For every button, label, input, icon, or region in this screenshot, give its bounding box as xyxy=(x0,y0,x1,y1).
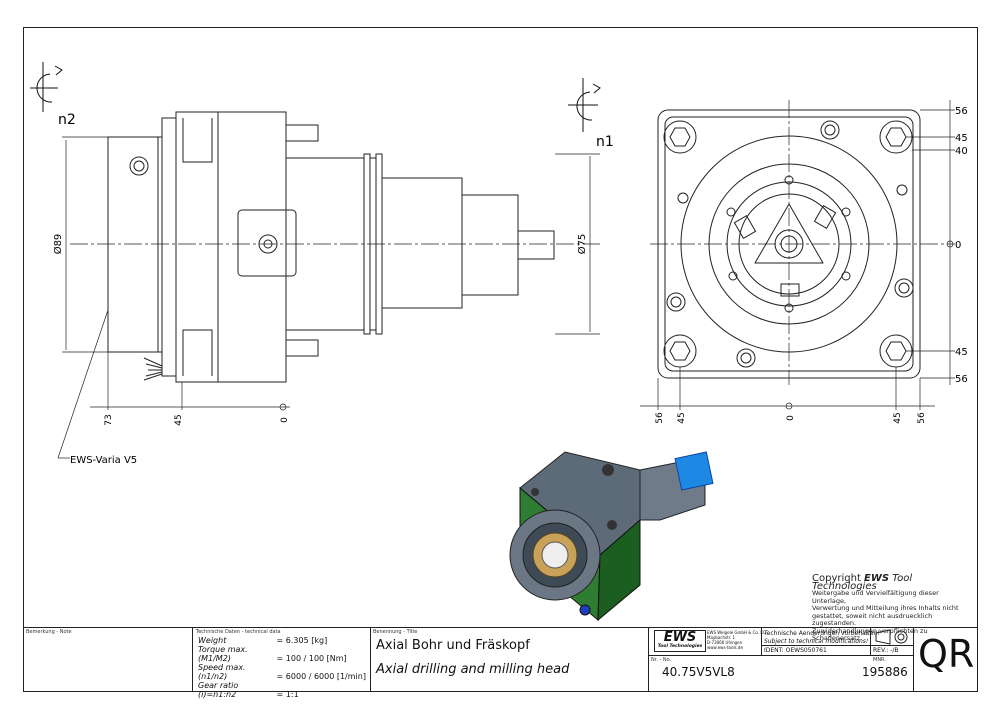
title-german: Axial Bohr und Fräskopf xyxy=(376,638,530,653)
techdata-table: Weight = 6.305 [kg] Torque max. (M1/M2) … xyxy=(198,636,366,699)
copyright-line-2: Verwertung und Mitteilung ihres Inhalts … xyxy=(812,604,959,612)
qr-label: QR xyxy=(918,632,975,676)
title-label: Benennung - Title xyxy=(373,629,418,635)
logo-text: EWS xyxy=(663,630,697,645)
tb-divider-3 xyxy=(648,627,649,692)
dimension-73: 73 xyxy=(104,414,114,425)
dimension-right-56-bottom: 56 xyxy=(955,374,968,385)
corner-bolt-bl xyxy=(663,334,697,368)
techdata-value-torque: 100 / 100 [Nm] xyxy=(285,654,347,663)
techdata-label: Technische Daten - technical data xyxy=(196,629,281,635)
rev-field: REV.: -/B xyxy=(873,647,899,654)
rotation-symbol-n1 xyxy=(568,78,601,132)
tb-divider-1 xyxy=(192,627,193,692)
title-block xyxy=(23,627,978,692)
tb-divider-4 xyxy=(913,627,914,692)
mnr-value: 195886 xyxy=(862,665,908,679)
techdata-label-gear: Gear ratio (i)=n1:n2 xyxy=(198,681,239,699)
techdata-label-speed: Speed max. (n1/n2) xyxy=(198,663,246,681)
nr-value: 40.75V5VL8 xyxy=(662,665,735,679)
notice-german: Technische Aenderungen vorbehalten! xyxy=(764,630,880,637)
dimension-bottom-45-left: 45 xyxy=(677,412,687,423)
dimension-right-56-top: 56 xyxy=(955,106,968,117)
techdata-row: Speed max. (n1/n2) = 6000 / 6000 [1/min] xyxy=(198,663,366,681)
company-line: www.ews-tools.de xyxy=(707,645,743,650)
isometric-render xyxy=(509,451,714,622)
drawing-frame xyxy=(23,27,978,692)
copyright-line-4: Zuwiderhandlungen verpflichten zu Schade… xyxy=(812,626,928,642)
dimension-45-left: 45 xyxy=(174,414,184,425)
tb-divider-6 xyxy=(870,627,871,655)
dimension-bottom-56-left: 56 xyxy=(655,412,665,424)
techdata-row: Torque max. (M1/M2) = 100 / 100 [Nm] xyxy=(198,645,347,663)
techdata-label-torque: Torque max. (M1/M2) xyxy=(198,645,248,663)
techdata-value-gear: 1:1 xyxy=(285,690,299,699)
dimension-dia-89: Ø89 xyxy=(52,234,64,255)
side-view xyxy=(70,111,600,383)
mnr-label: MNR. xyxy=(873,657,886,663)
dimension-right-45-bottom: 45 xyxy=(955,347,968,358)
title-english: Axial drilling and milling head xyxy=(376,662,570,677)
company-line: Maybachstr. 1 xyxy=(707,635,736,640)
copyright-notice: Copyright EWS Tool Technologies Weiterga… xyxy=(812,573,972,643)
dimension-right-40: 40 xyxy=(955,146,968,157)
company-line: EWS Weigele GmbH & Co. KG xyxy=(707,630,767,635)
tb-hline-2 xyxy=(648,655,913,656)
projection-symbol-icon xyxy=(875,629,908,645)
dimension-right-0: 0 xyxy=(955,240,961,251)
logo-subtext: Tool Technologies xyxy=(657,644,703,649)
rotation-label-n2: n2 xyxy=(58,112,76,128)
dimension-bottom-0: 0 xyxy=(786,415,796,421)
techdata-label-weight: Weight xyxy=(198,636,227,645)
dimension-right-45-top: 45 xyxy=(955,133,968,144)
techdata-value-weight: 6.305 [kg] xyxy=(285,636,328,645)
copyright-line-3: gestattet, soweit nicht ausdruecklich zu… xyxy=(812,611,933,627)
company-line: D-73066 Uhingen xyxy=(707,640,743,645)
nr-label: Nr. - No. xyxy=(651,657,672,663)
dimension-dia-75: Ø75 xyxy=(576,234,588,255)
callout-ews-varia: EWS-Varia V5 xyxy=(70,455,137,466)
front-view xyxy=(650,100,955,385)
dimension-0-left: 0 xyxy=(280,417,290,423)
front-view-dimensions xyxy=(640,100,955,410)
ews-logo: EWS Tool Technologies xyxy=(654,630,706,652)
company-address: EWS Weigele GmbH & Co. KG Maybachstr. 1 … xyxy=(707,630,766,650)
side-view-dimensions xyxy=(57,136,600,459)
dimension-bottom-45-right: 45 xyxy=(893,412,903,423)
tb-divider-2 xyxy=(370,627,371,692)
tb-divider-5 xyxy=(761,627,762,655)
copyright-line-1: Weitergabe und Vervielfältigung dieser U… xyxy=(812,589,939,605)
notice-english: Subject to technical modifications! xyxy=(764,638,869,645)
tb-hline-1 xyxy=(761,645,913,646)
techdata-row: Gear ratio (i)=n1:n2 = 1:1 xyxy=(198,681,299,699)
rotation-label-n1: n1 xyxy=(596,134,614,150)
techdata-row: Weight = 6.305 [kg] xyxy=(198,636,328,645)
ident-field: IDENT: OEWS050761 xyxy=(764,647,827,654)
rotation-symbol-n2 xyxy=(30,62,63,112)
copyright-heading: Copyright EWS Tool Technologies xyxy=(812,573,913,592)
dimension-bottom-56-right: 56 xyxy=(917,412,927,424)
techdata-value-speed: 6000 / 6000 [1/min] xyxy=(285,672,366,681)
remark-label: Bemerkung - Note xyxy=(26,629,72,635)
corner-bolt-tl xyxy=(663,120,697,154)
